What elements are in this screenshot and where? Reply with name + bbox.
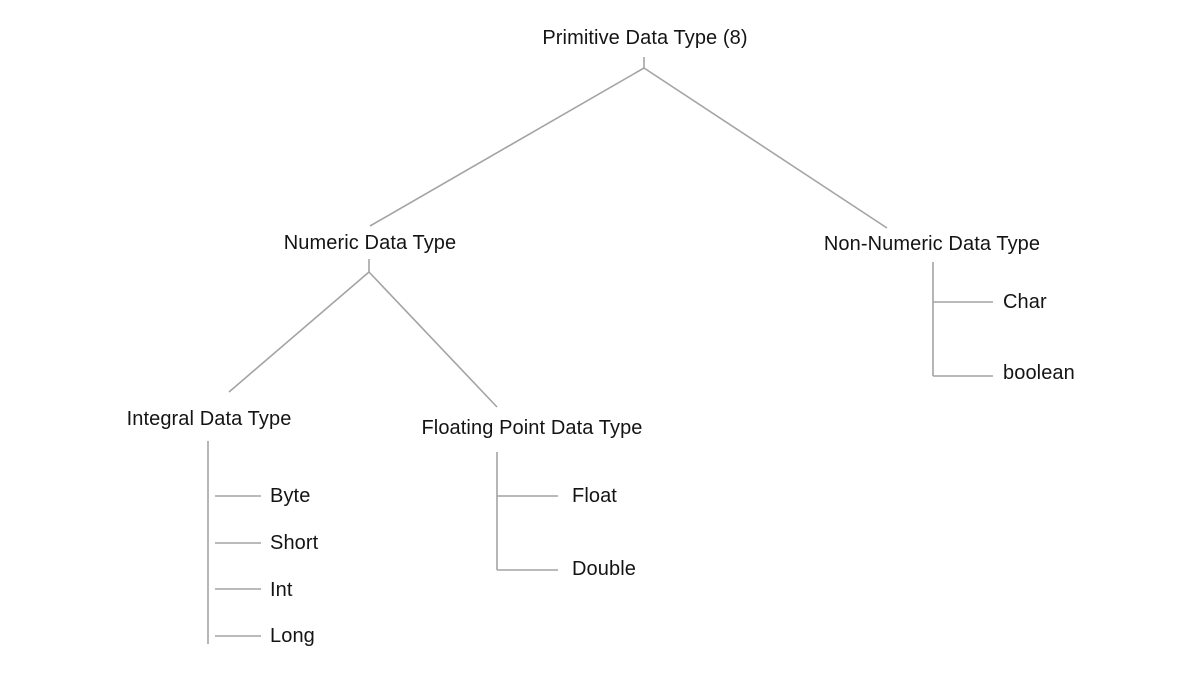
- node-char: Char: [1003, 291, 1047, 313]
- node-primitive-data-type: Primitive Data Type (8): [542, 27, 748, 49]
- edge-numeric-floating: [368, 271, 498, 408]
- node-floating-point-data-type: Floating Point Data Type: [421, 417, 643, 439]
- edge-root-numeric: [369, 67, 645, 227]
- node-boolean: boolean: [1003, 362, 1075, 384]
- edge-root-nonnumeric: [643, 67, 888, 229]
- node-float: Float: [572, 485, 617, 507]
- node-integral-data-type: Integral Data Type: [126, 408, 292, 430]
- node-long: Long: [270, 625, 315, 647]
- node-non-numeric-data-type: Non-Numeric Data Type: [823, 233, 1041, 255]
- node-numeric-data-type: Numeric Data Type: [283, 232, 457, 254]
- node-double: Double: [572, 558, 636, 580]
- node-int: Int: [270, 579, 293, 601]
- node-byte: Byte: [270, 485, 311, 507]
- edge-numeric-integral: [228, 271, 370, 393]
- node-short: Short: [270, 532, 319, 554]
